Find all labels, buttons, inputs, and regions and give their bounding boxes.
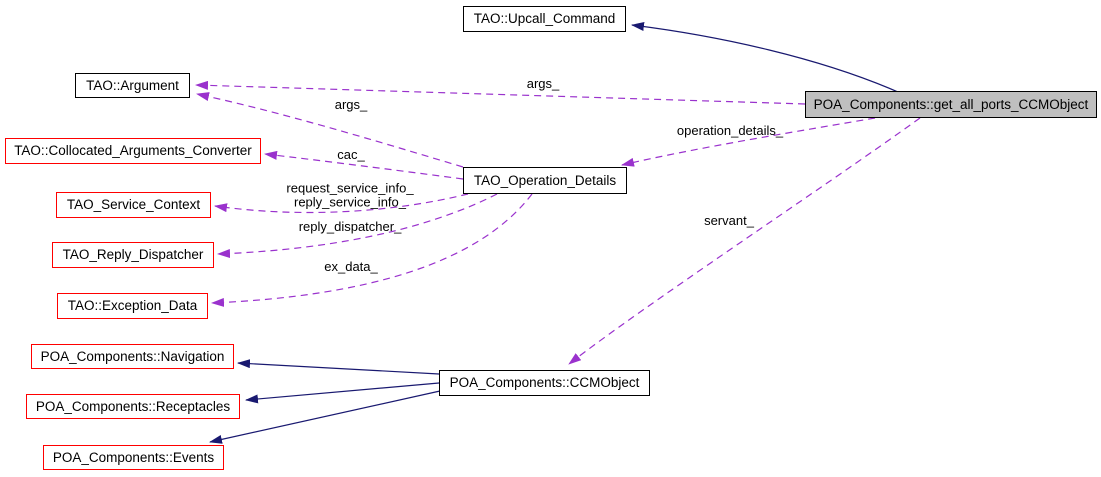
edge-label-service-info: request_service_info_ reply_service_info… <box>286 180 414 209</box>
node-poa-components-events[interactable]: POA_Components::Events <box>43 445 224 470</box>
node-tao-collocated-arguments-converter[interactable]: TAO::Collocated_Arguments_Converter <box>5 138 261 164</box>
edge-usage-ex-data <box>211 193 533 307</box>
edge-label-reply-dispatcher: reply_dispatcher_ <box>298 219 402 235</box>
edge-label-args-top: args_ <box>526 76 560 92</box>
node-poa-components-navigation[interactable]: POA_Components::Navigation <box>31 344 234 369</box>
edge-inherit-receptacles <box>245 382 440 404</box>
node-poa-components-get-all-ports-ccmobject-current: POA_Components::get_all_ports_CCMObject <box>805 91 1097 118</box>
node-tao-reply-dispatcher[interactable]: TAO_Reply_Dispatcher <box>52 242 214 268</box>
edge-label-args-mid: args_ <box>334 97 368 113</box>
edge-inherit-events <box>209 390 441 444</box>
edge-usage-servant <box>568 117 921 365</box>
edge-inherit-upcall-command <box>631 22 899 93</box>
node-tao-exception-data[interactable]: TAO::Exception_Data <box>57 293 208 319</box>
edge-label-servant: servant_ <box>704 213 754 229</box>
node-tao-upcall-command[interactable]: TAO::Upcall_Command <box>463 6 626 32</box>
edge-label-operation-details: operation_details_ <box>676 123 784 139</box>
node-tao-service-context[interactable]: TAO_Service_Context <box>56 192 211 218</box>
node-tao-operation-details[interactable]: TAO_Operation_Details <box>463 167 627 194</box>
node-poa-components-ccmobject[interactable]: POA_Components::CCMObject <box>439 370 650 396</box>
node-poa-components-receptacles[interactable]: POA_Components::Receptacles <box>26 394 240 419</box>
edge-inherit-navigation <box>237 359 440 375</box>
node-tao-argument[interactable]: TAO::Argument <box>75 73 190 98</box>
edge-label-ex-data: ex_data_ <box>324 259 378 275</box>
edge-label-cac: cac_ <box>337 147 365 163</box>
edge-usage-args-top <box>195 80 806 105</box>
